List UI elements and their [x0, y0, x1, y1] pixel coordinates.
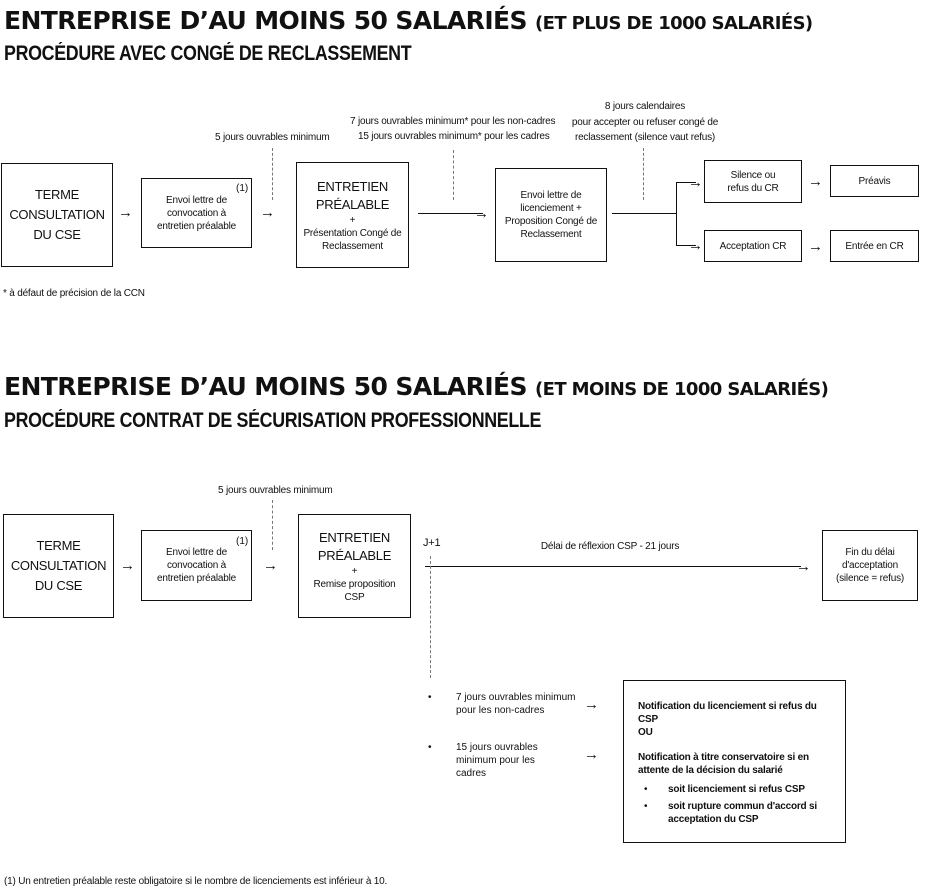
s2-bullet-7: 7 jours ouvrables minimum pour les non-c… [456, 692, 576, 716]
s1-entretien-plus: + [349, 214, 356, 226]
s1-branch-top [676, 182, 696, 184]
s1-arrow-1: → [118, 204, 133, 221]
s2-box-fin: Fin du délai d'acceptation (silence = re… [822, 530, 918, 601]
section1-title: ENTREPRISE D’AU MOINS 50 SALARIÉS (ET PL… [4, 6, 813, 35]
s2-arrow-1: → [120, 557, 135, 574]
s1-box-entree-text: Entrée en CR [845, 240, 904, 252]
s2-box-envoi-text: Envoi lettre de convocation à entretien … [156, 547, 237, 584]
s2-arrow-reflexion-head: → [796, 558, 811, 575]
s2-delai-reflexion: Délai de réflexion CSP - 21 jours [540, 541, 680, 552]
s2-notif-b1: soit licenciement si refus CSP [668, 784, 805, 795]
s1-arrow-2: → [260, 204, 275, 221]
s1-branch-bottom [676, 245, 696, 247]
s1-delay-7: 7 jours ouvrables minimum* pour les non-… [350, 116, 556, 127]
s1-box-licenciement: Envoi lettre de licenciement + Propositi… [495, 168, 607, 262]
s1-box-acceptation-text: Acceptation CR [719, 240, 787, 252]
s1-box-terme: TERME CONSULTATION DU CSE [1, 163, 113, 267]
s2-notif-2: Notification à titre conservatoire si en… [638, 752, 809, 776]
s2-box-envoi: Envoi lettre de convocation à entretien … [141, 530, 252, 601]
s1-entretien-sub: Présentation Congé de Reclassement [303, 227, 402, 252]
s2-entretien-title: ENTRETIEN PRÉALABLE [317, 529, 392, 563]
s1-note-ref: (1) [236, 183, 249, 194]
s1-arrow-entree: → [808, 238, 823, 255]
s1-box-licenciement-text: Envoi lettre de licenciement + Propositi… [504, 190, 598, 240]
s2-note-ref: (1) [236, 536, 249, 547]
s2-notif-ou: OU [638, 727, 653, 738]
s1-box-silence-text: Silence ou refus du CR [727, 169, 779, 194]
footnote: (1) Un entretien préalable reste obligat… [4, 876, 388, 887]
s1-branch-vertical [676, 182, 678, 246]
s1-line-3 [418, 213, 483, 215]
s2-notif-b1-dot: • [644, 784, 648, 795]
s1-dash-1 [272, 148, 273, 200]
s1-box-entretien: ENTRETIEN PRÉALABLE + Présentation Congé… [296, 162, 409, 268]
s2-dash-1 [272, 500, 273, 550]
s2-box-terme: TERME CONSULTATION DU CSE [3, 514, 114, 618]
section1-title-main: ENTREPRISE D’AU MOINS 50 SALARIÉS [4, 6, 528, 35]
s2-notif-1: Notification du licenciement si refus du… [638, 701, 817, 725]
section2-title-main: ENTREPRISE D’AU MOINS 50 SALARIÉS [4, 372, 528, 401]
section1-title-paren: (ET PLUS DE 1000 SALARIÉS) [535, 13, 813, 34]
s1-box-acceptation: Acceptation CR [704, 230, 802, 262]
s2-entretien-sub: Remise proposition CSP [313, 578, 396, 603]
s1-box-silence: Silence ou refus du CR [704, 160, 802, 203]
s1-box-envoi-text: Envoi lettre de convocation à entretien … [156, 194, 237, 232]
s2-delay-5: 5 jours ouvrables minimum [218, 485, 333, 496]
s1-footnote: * à défaut de précision de la CCN [3, 288, 145, 299]
s1-box-entree: Entrée en CR [830, 230, 919, 262]
s1-branch-top-head: → [688, 174, 703, 191]
s1-delay-8-l3: reclassement (silence vaut refus) [574, 132, 716, 143]
s1-arrow-3-head: → [474, 205, 489, 222]
s1-entretien-title: ENTRETIEN PRÉALABLE [315, 178, 390, 212]
section1-subtitle: PROCÉDURE AVEC CONGÉ DE RECLASSEMENT [4, 42, 412, 65]
s1-box-preavis-text: Préavis [858, 175, 891, 187]
s1-delay-5: 5 jours ouvrables minimum [215, 132, 330, 143]
section2-subtitle: PROCÉDURE CONTRAT DE SÉCURISATION PROFES… [4, 409, 542, 432]
s2-notif-b2: soit rupture commun d'accord si acceptat… [668, 801, 817, 825]
s2-arrow-bullet-1: → [584, 696, 599, 713]
s2-dash-j1 [430, 556, 431, 678]
section2-title: ENTREPRISE D’AU MOINS 50 SALARIÉS (ET MO… [4, 372, 829, 401]
s1-delay-15: 15 jours ouvrables minimum* pour les cad… [358, 131, 550, 142]
s2-box-notification: Notification du licenciement si refus du… [623, 680, 846, 843]
s2-box-entretien: ENTRETIEN PRÉALABLE + Remise proposition… [298, 514, 411, 618]
section2-title-paren: (ET MOINS DE 1000 SALARIÉS) [535, 379, 829, 400]
s2-bullet-15: 15 jours ouvrables minimum pour les cadr… [456, 742, 538, 779]
s2-notif-b2-dot: • [644, 801, 648, 812]
s2-entretien-plus: + [351, 565, 358, 577]
s1-branch-trunk [612, 213, 676, 215]
s1-dash-3 [643, 148, 644, 200]
s2-bullet-dot-2: • [428, 742, 432, 753]
s2-j1: J+1 [423, 537, 441, 549]
s1-delay-8-l1: 8 jours calendaires [604, 101, 686, 112]
s2-bullet-dot-1: • [428, 692, 432, 703]
s1-branch-bottom-head: → [688, 237, 703, 254]
s1-dash-2 [453, 150, 454, 200]
s1-delay-8-l2: pour accepter ou refuser congé de [571, 117, 719, 128]
s1-box-preavis: Préavis [830, 165, 919, 197]
s2-arrow-bullet-2: → [584, 746, 599, 763]
s2-arrow-2: → [263, 557, 278, 574]
s1-box-envoi: Envoi lettre de convocation à entretien … [141, 178, 252, 248]
s1-arrow-preavis: → [808, 173, 823, 190]
s2-line-reflexion [425, 566, 801, 568]
s2-box-fin-text: Fin du délai d'acceptation (silence = re… [835, 547, 905, 584]
